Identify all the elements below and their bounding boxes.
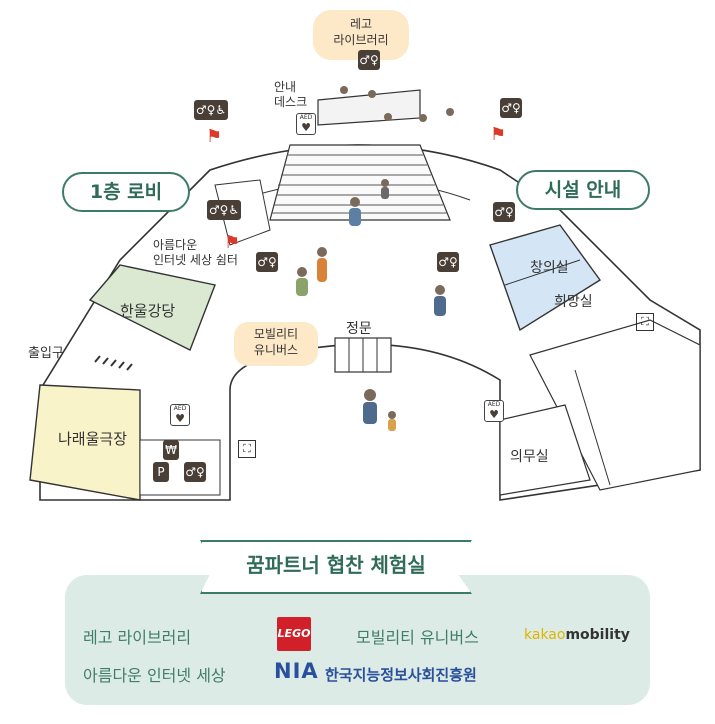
lego-logo: LEGO (277, 617, 311, 651)
fire-extinguisher-icon: ⚑ (490, 124, 507, 145)
atm-icon: ₩ (163, 440, 179, 460)
restroom-icon: ♂♀ (437, 252, 459, 272)
changui-room-label: 창의실 (530, 260, 569, 276)
restroom-icon: ♂♀ (500, 98, 522, 118)
sponsor-panel (65, 575, 650, 705)
fire-extinguisher-icon: ⚑ (206, 126, 223, 147)
nia-agency-name: 한국지능정보사회진흥원 (325, 666, 477, 684)
fire-extinguisher-icon: ⚑ (224, 232, 241, 253)
aed-icon: AED♥ (296, 113, 316, 135)
aed-text: AED (173, 405, 187, 412)
main-gate-label: 정문 (346, 321, 372, 337)
lego-library-text: 레고 라이브러리 (83, 628, 192, 647)
staircase (269, 144, 451, 221)
creative-rooms (489, 224, 602, 332)
aed-text: AED (487, 401, 501, 408)
restroom-icon: ♂♀ (358, 50, 380, 70)
kakao-prefix: kakao (524, 627, 566, 643)
restroom-icon: ♂♀ (493, 202, 515, 222)
sponsor-banner: 꿈파트너 협찬 체험실 (200, 540, 472, 594)
facility-pill: 시설 안내 (516, 170, 650, 210)
aed-icon: AED♥ (170, 404, 190, 426)
narae-theater-room (29, 384, 141, 501)
aed-icon: AED♥ (484, 400, 504, 422)
restroom-icon: ♂♀ (184, 462, 206, 482)
aed-text: AED (299, 114, 313, 121)
internet-shelter-label: 아름다운 인터넷 세상 쉼터 (153, 238, 238, 267)
info-desk-label: 안내 데스크 (274, 80, 308, 109)
medical-room (499, 404, 591, 496)
nia-logo: NIA (274, 659, 319, 683)
exit-icon: ⛶ (238, 440, 256, 458)
narae-theater-label: 나래울극장 (58, 430, 128, 448)
huimang-room-label: 희망실 (554, 294, 593, 310)
lobby-pill: 1층 로비 (62, 172, 190, 212)
floor-map: 레고 라이브러리 ♂♀ 안내 데스크 ♂♀♿ ⚑ AED♥ ♂♀ ⚑ 1층 로비… (28, 10, 701, 501)
mobility-universe-bubble: 모빌리티 유니버스 (234, 322, 318, 366)
kakao-suffix: mobility (565, 627, 630, 643)
medical-room-label: 의무실 (510, 449, 549, 465)
exit-icon: ⛶ (636, 313, 654, 331)
restroom-icon: ♂♀ (256, 252, 278, 272)
hanul-hall-label: 한울강당 (120, 302, 176, 320)
restroom-icon: ♂♀♿ (194, 100, 228, 120)
people-figures (296, 86, 454, 431)
lego-library-bubble: 레고 라이브러리 (313, 10, 409, 60)
beautiful-internet-text: 아름다운 인터넷 세상 (83, 666, 226, 685)
mobility-universe-text: 모빌리티 유니버스 (356, 628, 479, 647)
parking-icon: P (153, 462, 169, 482)
hanul-hall-room (88, 264, 216, 351)
map-drawing (29, 86, 701, 501)
entrance-label: 출입구 (28, 346, 64, 361)
kakao-mobility-logo: kakaomobility (524, 627, 630, 643)
restroom-icon: ♂♀♿ (207, 200, 241, 220)
